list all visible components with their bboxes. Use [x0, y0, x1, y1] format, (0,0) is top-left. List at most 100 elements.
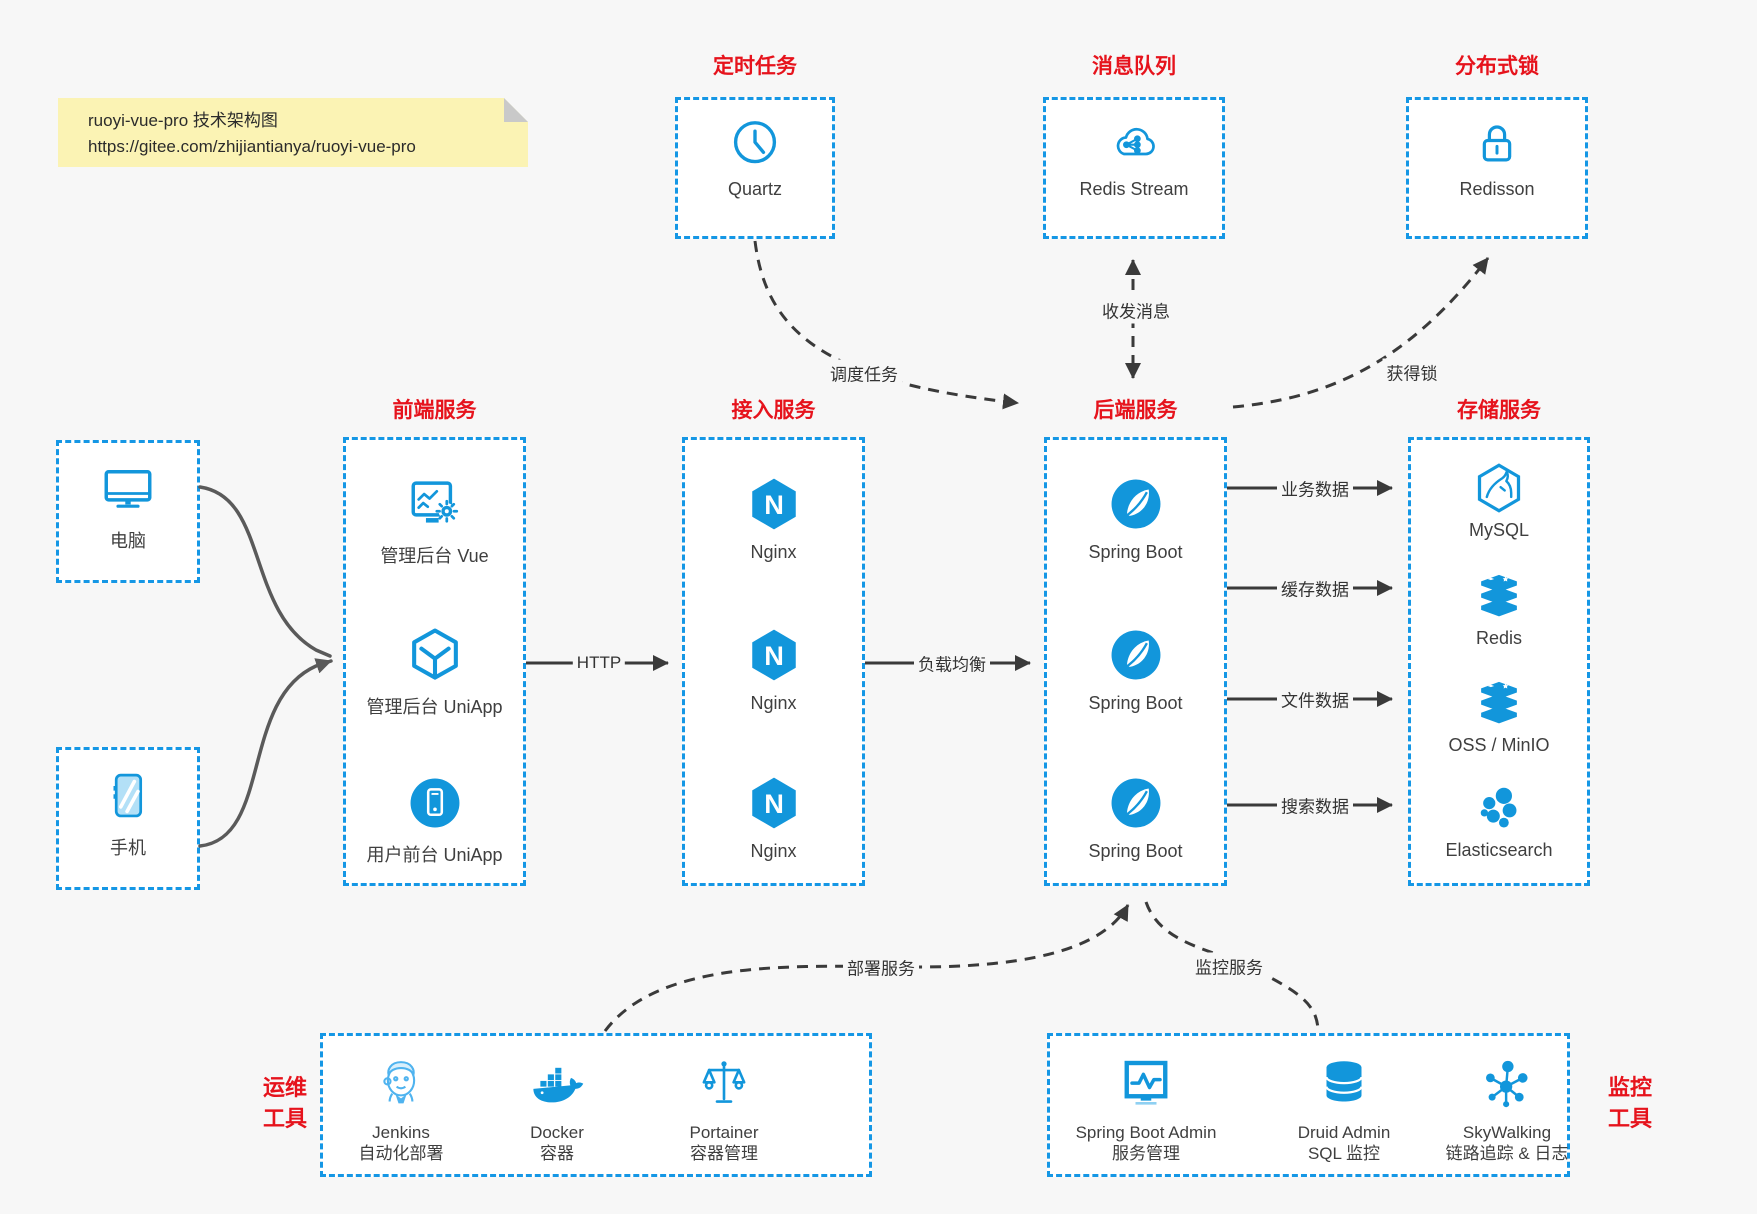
druid-icon — [1316, 1056, 1372, 1112]
redis-node: Redis — [1411, 570, 1587, 649]
title-distributed-lock: 分布式锁 — [1455, 55, 1539, 78]
redisson-label: Redisson — [1459, 179, 1535, 199]
admin-vue-icon — [406, 475, 464, 533]
edge-label-load-balance: 负载均衡 — [914, 649, 990, 677]
docker-desc: 容器 — [540, 1144, 574, 1163]
elasticsearch-icon — [1473, 782, 1525, 834]
druid-desc: SQL 监控 — [1307, 1144, 1381, 1163]
user-phone-icon — [406, 774, 464, 832]
frontend-user-uniapp-node: 用户前台 UniApp — [346, 774, 523, 867]
note-title: ruoyi-vue-pro 技术架构图 — [88, 111, 278, 130]
mysql-icon — [1473, 462, 1525, 514]
title-storage-services: 存储服务 — [1457, 399, 1541, 422]
pc-label: 电脑 — [110, 531, 146, 551]
edge-pc-to-frontend — [198, 485, 332, 658]
edge-label-http: HTTP — [572, 652, 626, 674]
note-url: https://gitee.com/zhijiantianya/ruoyi-vu… — [88, 137, 416, 156]
frontend-uniapp-node: 管理后台 UniApp — [346, 626, 523, 719]
edge-label-cache-data: 缓存数据 — [1277, 574, 1353, 602]
monitor-side-label-line2: 工具 — [1607, 1106, 1652, 1131]
skywalking-label: SkyWalking — [1462, 1123, 1552, 1142]
spring-boot-icon — [1107, 774, 1165, 832]
admin-vue-label: 管理后台 Vue — [380, 546, 489, 566]
jenkins-node: Jenkins 自动化部署 — [306, 1056, 496, 1165]
nginx-node-2: Nginx — [685, 626, 862, 714]
mobile-client-box: 手机 — [56, 747, 200, 890]
edge-mobile-to-frontend — [198, 658, 333, 848]
storage-box: MySQL Redis OSS / MinIO Elasticsearch — [1408, 437, 1590, 886]
title-backend-services: 后端服务 — [1093, 399, 1178, 422]
edge-label-send-receive-msg: 收发消息 — [1098, 296, 1174, 324]
elasticsearch-label: Elasticsearch — [1445, 840, 1553, 860]
spring-boot-icon — [1107, 626, 1165, 684]
ops-side-label-line1: 运维 — [262, 1075, 307, 1100]
edge-label-deploy-service: 部署服务 — [843, 953, 919, 981]
springboot-node-2: Spring Boot — [1047, 626, 1224, 714]
monitor-side-label: 监控 工具 — [1597, 1072, 1663, 1134]
redis-stream-box: Redis Stream — [1043, 97, 1225, 239]
springboot-label-3: Spring Boot — [1088, 841, 1183, 861]
mysql-node: MySQL — [1411, 462, 1587, 541]
redis-label: Redis — [1475, 628, 1523, 648]
elasticsearch-node: Elasticsearch — [1411, 782, 1587, 861]
edge-label-monitor-service: 监控服务 — [1191, 952, 1267, 980]
springboot-label-2: Spring Boot — [1088, 693, 1183, 713]
skywalking-icon — [1479, 1056, 1535, 1112]
mobile-label: 手机 — [110, 838, 146, 858]
nginx-label-1: Nginx — [750, 542, 797, 562]
oss-minio-icon — [1473, 677, 1525, 729]
desktop-icon — [99, 460, 157, 518]
portainer-node: Portainer 容器管理 — [629, 1056, 819, 1165]
druid-label: Druid Admin — [1297, 1123, 1391, 1142]
title-access-services: 接入服务 — [731, 399, 816, 422]
skywalking-node: SkyWalking 链路追踪 & 日志 — [1412, 1056, 1602, 1165]
spring-boot-icon — [1107, 475, 1165, 533]
portainer-label: Portainer — [689, 1123, 759, 1142]
title-scheduled-task: 定时任务 — [713, 55, 797, 78]
portainer-icon — [696, 1056, 752, 1112]
spring-boot-admin-label: Spring Boot Admin — [1075, 1123, 1217, 1142]
cloud-share-icon — [1107, 116, 1161, 170]
user-uniapp-label: 用户前台 UniApp — [366, 845, 503, 865]
skywalking-desc: 链路追踪 & 日志 — [1445, 1144, 1569, 1163]
title-message-queue: 消息队列 — [1092, 55, 1176, 78]
docker-label: Docker — [530, 1123, 584, 1142]
nginx-icon — [745, 475, 803, 533]
edge-label-business-data: 业务数据 — [1277, 474, 1353, 502]
nginx-icon — [745, 774, 803, 832]
quartz-box: Quartz — [675, 97, 835, 239]
cube-icon — [406, 626, 464, 684]
monitor-side-label-line1: 监控 — [1607, 1075, 1652, 1100]
docker-node: Docker 容器 — [462, 1056, 652, 1165]
lock-icon — [1470, 116, 1524, 170]
spring-boot-admin-icon — [1118, 1056, 1174, 1112]
monitor-tools-box: Spring Boot Admin 服务管理 Druid Admin SQL 监… — [1047, 1033, 1570, 1177]
sticky-note: ruoyi-vue-pro 技术架构图 https://gitee.com/zh… — [58, 98, 528, 167]
jenkins-icon — [373, 1056, 429, 1112]
mysql-label: MySQL — [1468, 520, 1529, 540]
ops-tools-box: Jenkins 自动化部署 Docker 容器 Portainer 容器管理 — [320, 1033, 872, 1177]
quartz-label: Quartz — [727, 179, 783, 199]
docker-icon — [529, 1056, 585, 1112]
jenkins-label: Jenkins — [372, 1123, 430, 1142]
nginx-label-3: Nginx — [750, 841, 797, 861]
edge-acquire-lock — [1232, 257, 1490, 409]
admin-uniapp-label: 管理后台 UniApp — [366, 697, 503, 717]
edge-label-search-data: 搜索数据 — [1277, 791, 1353, 819]
edge-label-file-data: 文件数据 — [1277, 685, 1353, 713]
spring-boot-admin-node: Spring Boot Admin 服务管理 — [1051, 1056, 1241, 1165]
druid-node: Druid Admin SQL 监控 — [1249, 1056, 1439, 1165]
ops-side-label: 运维 工具 — [252, 1072, 318, 1134]
edge-label-acquire-lock: 获得锁 — [1382, 358, 1442, 386]
clock-icon — [728, 116, 782, 170]
nginx-node-3: Nginx — [685, 774, 862, 862]
jenkins-desc: 自动化部署 — [358, 1144, 444, 1163]
redis-icon — [1473, 570, 1525, 622]
nginx-icon — [745, 626, 803, 684]
backend-box: Spring Boot Spring Boot Spring Boot — [1044, 437, 1227, 886]
edge-label-schedule-task: 调度任务 — [826, 359, 902, 387]
nginx-node-1: Nginx — [685, 475, 862, 563]
oss-minio-label: OSS / MinIO — [1448, 735, 1550, 755]
title-frontend-services: 前端服务 — [392, 399, 477, 422]
